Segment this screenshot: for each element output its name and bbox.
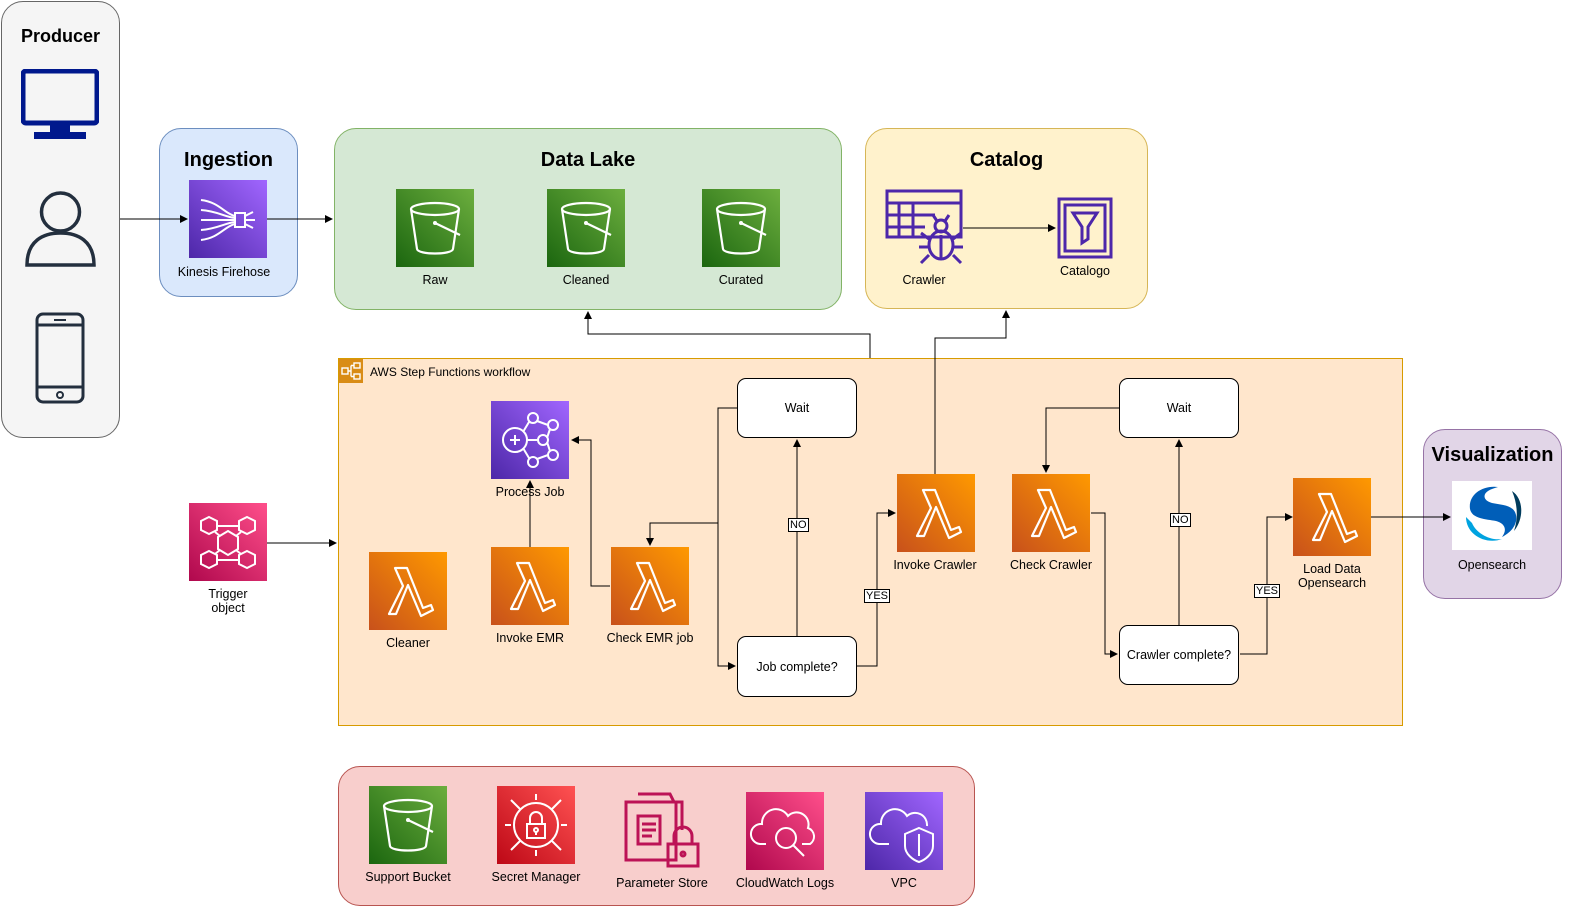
check-emr-job-lambda-icon[interactable]	[611, 547, 689, 625]
kinesis-firehose-icon[interactable]	[189, 180, 267, 258]
emr-process-job-icon[interactable]	[491, 401, 569, 479]
cleaner-label: Cleaner	[386, 636, 430, 650]
crawler-complete-choice[interactable]: Crawler complete?	[1119, 625, 1239, 685]
ingestion-title: Ingestion	[184, 149, 273, 171]
glue-crawler-icon[interactable]	[885, 189, 965, 269]
edge-wait2-to-check-crawler	[1042, 407, 1119, 473]
opensearch-icon[interactable]	[1452, 481, 1532, 550]
parameter-store-label: Parameter Store	[616, 876, 708, 890]
curated-bucket-icon[interactable]	[702, 189, 780, 267]
support-bucket-icon[interactable]	[369, 786, 447, 864]
invoke-crawler-lambda-icon[interactable]	[897, 474, 975, 552]
catalog-title: Catalog	[969, 149, 1044, 171]
trigger-label-line2: object	[211, 601, 245, 615]
desktop-monitor-icon	[20, 68, 100, 141]
mobile-phone-icon	[35, 312, 85, 404]
user-icon	[24, 189, 97, 267]
edge-check-emr-to-process-job	[571, 436, 610, 587]
vpc-icon[interactable]	[865, 792, 943, 870]
edge-workflow-to-datalake	[584, 311, 871, 358]
vpc-label: VPC	[891, 876, 917, 890]
load-data-label-line1: Load Data	[1303, 562, 1361, 576]
cloudwatch-logs-icon[interactable]	[746, 792, 824, 870]
check-emr-job-label: Check EMR job	[606, 631, 694, 645]
process-job-label: Process Job	[495, 485, 565, 499]
invoke-crawler-label: Invoke Crawler	[893, 558, 977, 572]
yes-tag-job: YES	[864, 589, 891, 603]
raw-bucket-label: Raw	[422, 273, 448, 287]
catalogo-label: Catalogo	[1059, 264, 1111, 278]
ingestion-group: Ingestion	[159, 128, 298, 297]
parameter-store-icon[interactable]	[624, 792, 702, 870]
edge-check-crawler-to-crawler-complete	[1091, 512, 1118, 658]
invoke-emr-lambda-icon[interactable]	[491, 547, 569, 625]
wait-state-2[interactable]: Wait	[1119, 378, 1239, 438]
check-crawler-lambda-icon[interactable]	[1012, 474, 1090, 552]
glue-data-catalog-icon[interactable]	[1057, 197, 1113, 259]
load-data-label-line2: Opensearch	[1297, 576, 1367, 590]
support-bucket-label: Support Bucket	[365, 870, 451, 884]
visualization-title: Visualization	[1431, 444, 1554, 466]
curated-bucket-label: Curated	[718, 273, 764, 287]
crawler-label: Crawler	[902, 273, 946, 287]
kinesis-firehose-label: Kinesis Firehose	[177, 265, 271, 279]
cleaned-bucket-label: Cleaned	[562, 273, 610, 287]
cloudwatch-logs-label: CloudWatch Logs	[735, 876, 835, 890]
producer-title: Producer	[20, 26, 101, 46]
edge-wait1-to-check-emr	[646, 407, 737, 546]
cleaned-bucket-icon[interactable]	[547, 189, 625, 267]
trigger-label-line1: Trigger	[208, 587, 248, 601]
no-tag-crawler: NO	[1170, 513, 1191, 527]
eventbridge-trigger-icon[interactable]	[189, 503, 267, 581]
edge-invoke-crawler-to-catalog	[934, 310, 1010, 474]
workflow-title: AWS Step Functions workflow	[370, 365, 531, 379]
step-functions-icon	[339, 359, 363, 383]
wait-state-1[interactable]: Wait	[737, 378, 857, 438]
invoke-emr-label: Invoke EMR	[495, 631, 565, 645]
data-lake-title: Data Lake	[540, 149, 636, 171]
secret-manager-label: Secret Manager	[491, 870, 581, 884]
edge-check-emr-to-job-complete	[717, 523, 736, 670]
secrets-manager-icon[interactable]	[497, 786, 575, 864]
no-tag-job: NO	[788, 518, 809, 532]
check-crawler-label: Check Crawler	[1010, 558, 1092, 572]
yes-tag-crawler: YES	[1254, 584, 1281, 598]
opensearch-label: Opensearch	[1457, 558, 1527, 572]
cleaner-lambda-icon[interactable]	[369, 552, 447, 630]
catalog-group: Catalog	[865, 128, 1148, 309]
job-complete-choice[interactable]: Job complete?	[737, 636, 857, 697]
load-data-opensearch-lambda-icon[interactable]	[1293, 478, 1371, 556]
raw-bucket-icon[interactable]	[396, 189, 474, 267]
